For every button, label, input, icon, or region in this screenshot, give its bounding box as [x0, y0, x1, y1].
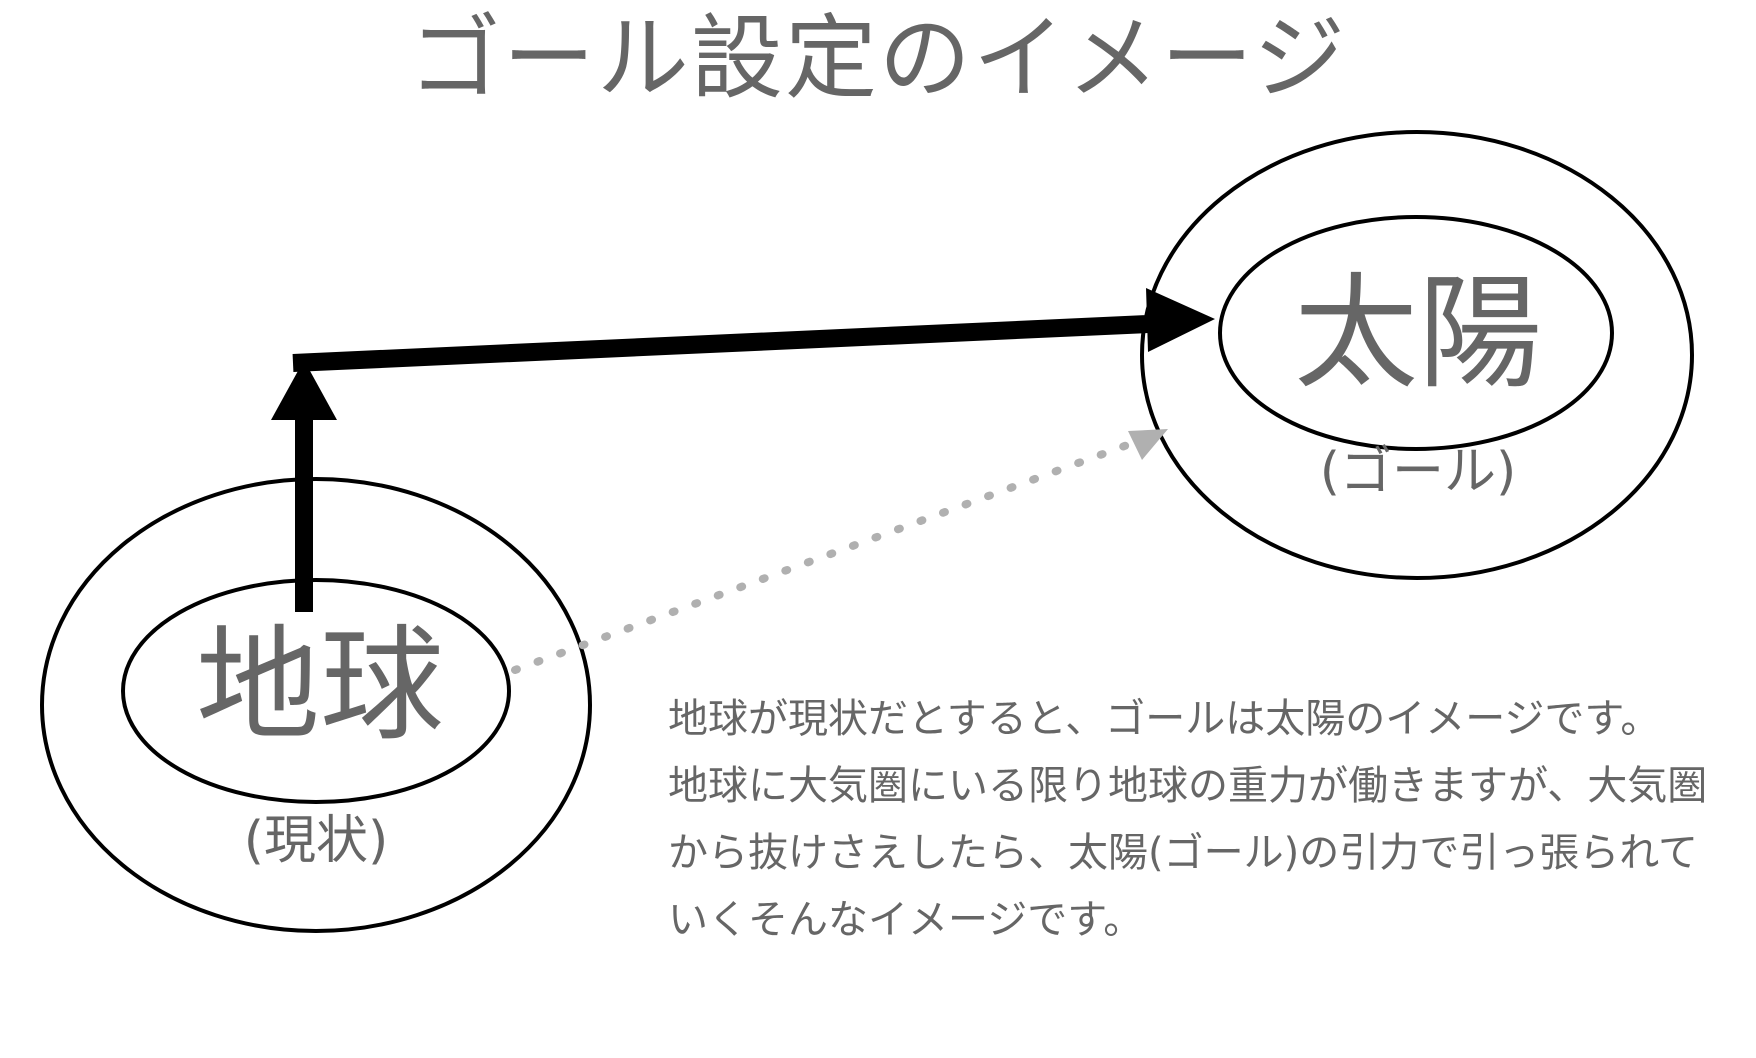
earth-outer-ring [40, 477, 592, 933]
earth-sublabel: (現状) [243, 811, 389, 871]
earth-label: 地球 [196, 614, 445, 758]
sun-sublabel: (ゴール) [1319, 442, 1517, 502]
pull-arrowhead [1146, 288, 1215, 352]
explanation-paragraph-1: 地球が現状だとすると、ゴールは太陽のイメージです。 [668, 696, 1661, 742]
direct-path-dotted-line [511, 440, 1134, 674]
sun-outer-ring [1140, 130, 1694, 580]
escape-arrowhead [271, 360, 337, 420]
pull-arrow-line [292, 314, 1171, 372]
sun-label: 太陽 [1293, 262, 1542, 406]
explanation-paragraph-2: 地球に大気圏にいる限り地球の重力が働きますが、大気圏から抜けさえしたら、太陽(ゴ… [668, 763, 1708, 943]
diagram-title: ゴール設定のイメージ [408, 5, 1348, 112]
earth-inner-ring [121, 578, 511, 804]
explanation-text: 地球が現状だとすると、ゴールは太陽のイメージです。 地球に大気圏にいる限り地球の… [668, 686, 1724, 954]
sun-inner-ring [1218, 215, 1614, 451]
direct-path-arrowhead [1128, 429, 1168, 460]
